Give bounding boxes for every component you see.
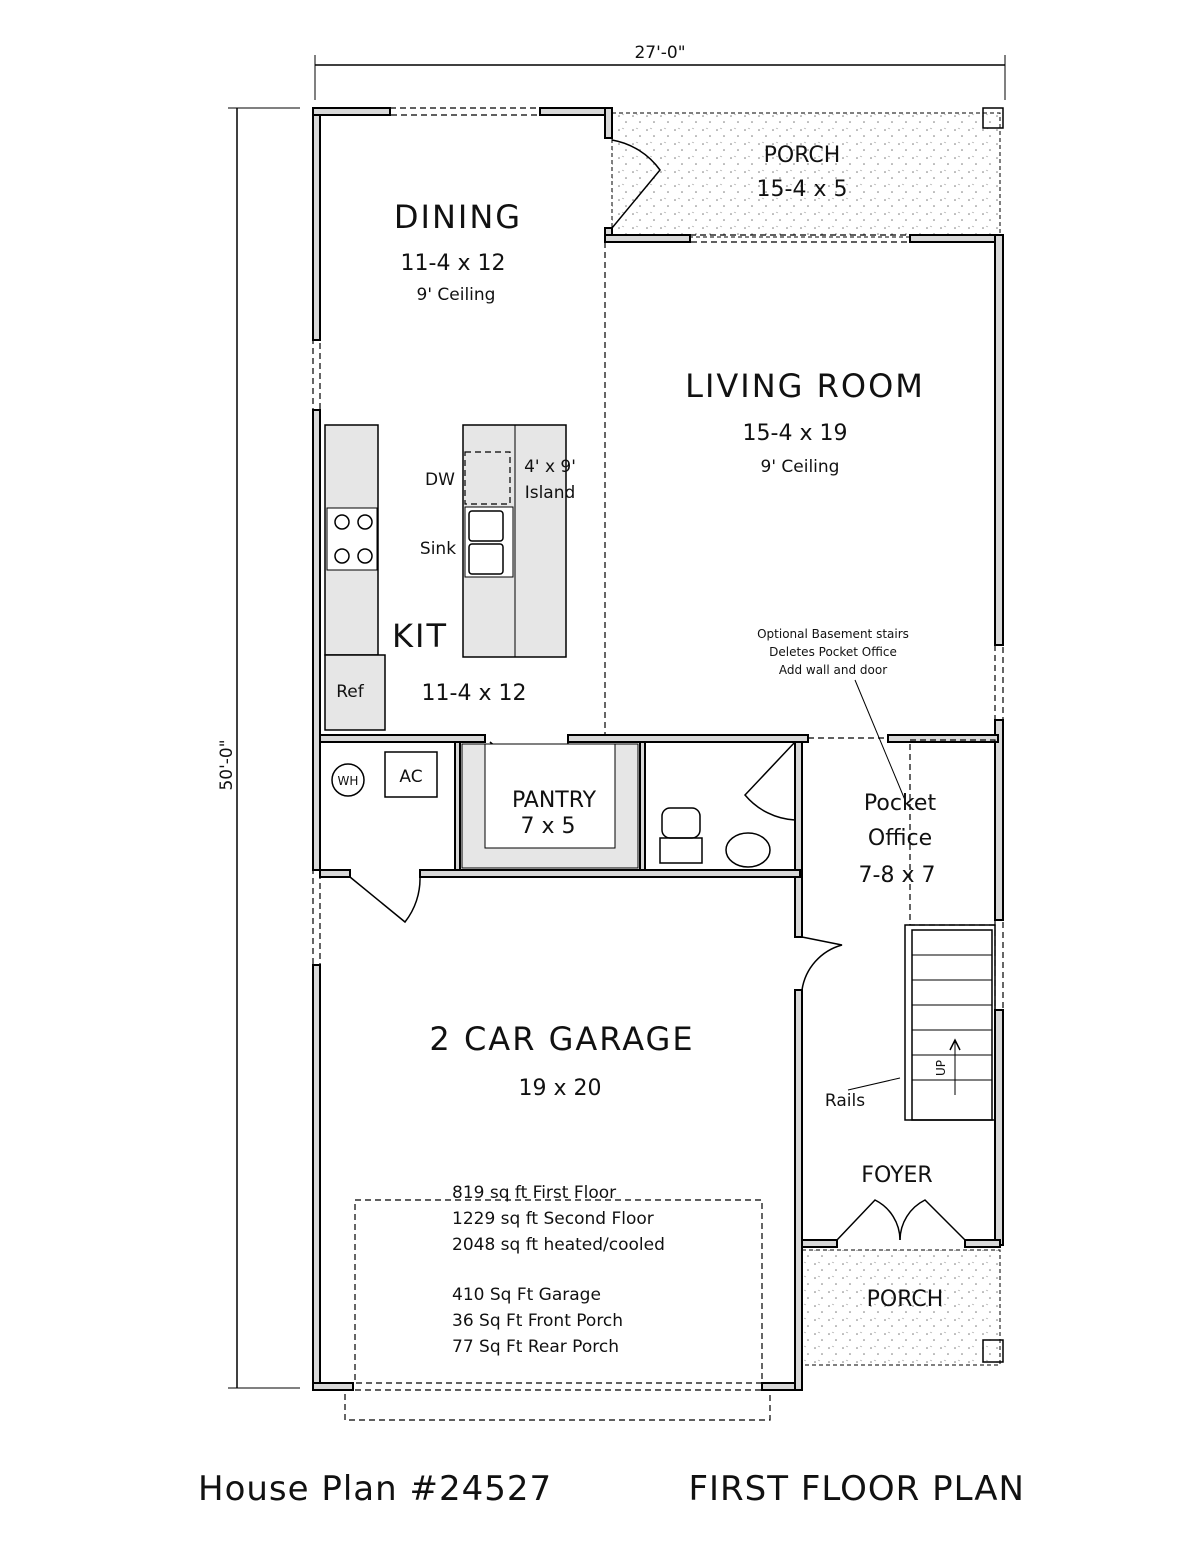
area-line: 819 sq ft First Floor (452, 1183, 616, 1203)
ac-unit (384, 751, 438, 798)
area-line: 36 Sq Ft Front Porch (452, 1311, 623, 1331)
office-label-1: Pocket (864, 791, 937, 816)
office-size: 7-8 x 7 (859, 863, 936, 888)
foyer-label: FOYER (861, 1163, 932, 1188)
sink-label: Sink (420, 539, 456, 559)
rear-porch-label: PORCH (764, 143, 841, 168)
office-label-2: Office (868, 826, 932, 851)
width-label: 27'-0" (634, 43, 685, 63)
stove-icon (326, 507, 378, 571)
note-leader (854, 679, 906, 801)
garage-label: 2 CAR GARAGE (429, 1020, 694, 1058)
area-box (354, 1199, 763, 1384)
ref-label: Ref (336, 682, 365, 702)
walls (312, 107, 1004, 1391)
living-room-size: 15-4 x 19 (743, 421, 848, 446)
dishwasher (464, 451, 511, 505)
wh-label: WH (338, 774, 359, 788)
note-line-3: Add wall and door (779, 663, 887, 677)
dw-label: DW (425, 470, 455, 490)
depth-label: 50'-0" (217, 739, 237, 790)
stairs (904, 739, 996, 1121)
living-room-label: LIVING ROOM (685, 367, 925, 405)
porch-post (982, 1339, 1004, 1363)
pantry-size: 7 x 5 (521, 814, 576, 839)
rails-leader (847, 1077, 901, 1091)
kitchen-label: KIT (392, 617, 448, 655)
up-label: UP (934, 1060, 948, 1076)
width-dimension: 27'-0" (314, 43, 1006, 100)
living-room-ceiling: 9' Ceiling (761, 457, 840, 477)
pantry-label: PANTRY (512, 788, 597, 813)
area-line: 410 Sq Ft Garage (452, 1285, 601, 1305)
note-line-1: Optional Basement stairs (757, 627, 909, 641)
area-line: 77 Sq Ft Rear Porch (452, 1337, 619, 1357)
area-line: 2048 sq ft heated/cooled (452, 1235, 665, 1255)
island-size: 4' x 9' (524, 457, 576, 477)
sink-icon (464, 506, 514, 578)
bath-sink-icon (725, 832, 771, 868)
garage-door (344, 1389, 771, 1421)
depth-dimension: 50'-0" (217, 107, 300, 1389)
garage-size: 19 x 20 (519, 1076, 602, 1101)
kitchen-size: 11-4 x 12 (422, 681, 527, 706)
front-porch (801, 1249, 1001, 1366)
windows (312, 107, 1004, 1421)
area-line: 1229 sq ft Second Floor (452, 1209, 654, 1229)
dining-label: DINING (394, 198, 522, 236)
island-label: Island (525, 483, 576, 503)
ac-label: AC (399, 767, 422, 787)
refrigerator (324, 654, 386, 731)
rear-porch (611, 112, 1001, 238)
toilet-icon (659, 807, 703, 864)
porch-post (982, 107, 1004, 129)
plan-title: FIRST FLOOR PLAN (688, 1469, 1025, 1509)
rails-label: Rails (825, 1091, 865, 1111)
dining-ceiling: 9' Ceiling (417, 285, 496, 305)
area-summary: 819 sq ft First Floor 1229 sq ft Second … (452, 1183, 665, 1357)
front-porch-label: PORCH (867, 1287, 944, 1312)
rear-porch-size: 15-4 x 5 (757, 177, 848, 202)
dining-size: 11-4 x 12 (401, 251, 506, 276)
water-heater-icon (331, 763, 365, 797)
note-line-2: Deletes Pocket Office (769, 645, 897, 659)
plan-number: House Plan #24527 (198, 1469, 552, 1509)
